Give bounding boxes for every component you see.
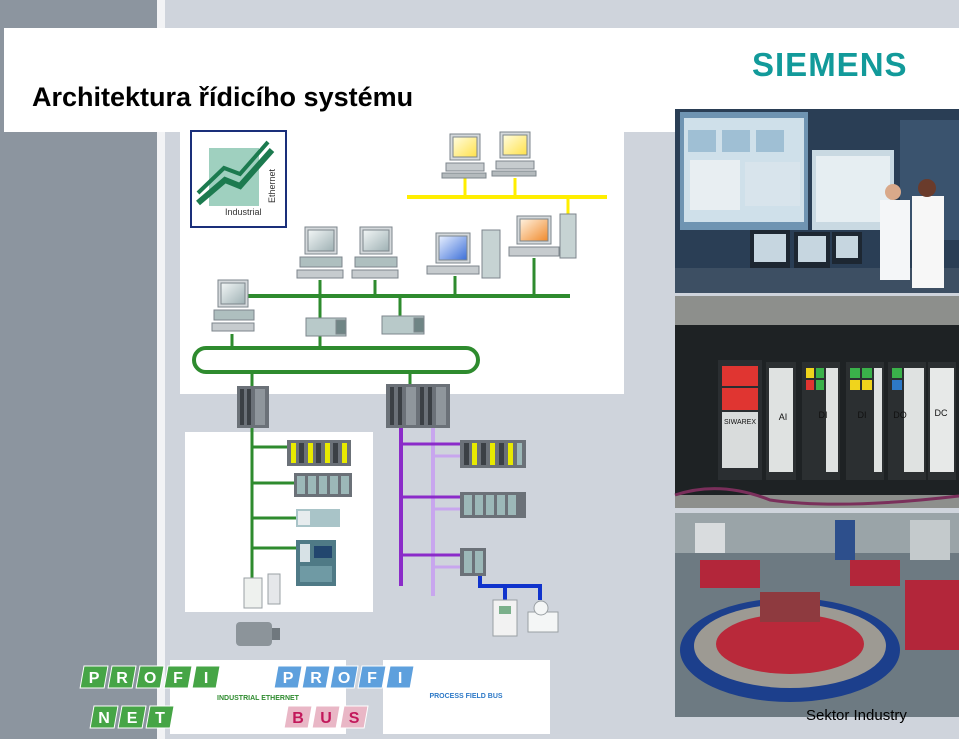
profinet-letter: I <box>204 670 208 687</box>
profibus-tile <box>357 665 387 689</box>
profinet-tile <box>89 705 119 729</box>
io-modules-left <box>236 440 352 646</box>
rack-module-label: DC <box>935 408 948 418</box>
profinet-tile <box>163 665 193 689</box>
profinet-tile <box>191 665 221 689</box>
profibus-letter: P <box>283 670 294 687</box>
profibus-letter: F <box>367 670 377 687</box>
profibus-letter: O <box>338 670 350 687</box>
profinet-tile <box>79 665 109 689</box>
profinet-letter: N <box>98 710 110 727</box>
office-network <box>407 178 607 214</box>
profibus-tile <box>301 665 331 689</box>
profinet-letter: F <box>173 670 183 687</box>
profibus-letter: S <box>349 710 360 727</box>
profibus-tile <box>339 705 369 729</box>
profibus-tile <box>283 705 313 729</box>
profinet-subtitle: INDUSTRIAL ETHERNET <box>217 695 300 702</box>
profinet-tile <box>135 665 165 689</box>
control-room-photo <box>675 109 959 293</box>
plc-controllers <box>237 384 450 428</box>
profibus-letter: I <box>398 670 402 687</box>
siemens-logo: SIEMENS <box>752 46 908 83</box>
rack-module-label: SIWAREX <box>724 419 756 426</box>
plc-rack-photo: SIWAREX AI DI DI DO DC <box>674 296 959 508</box>
rack-module-label: DI <box>858 410 867 420</box>
logo-area <box>684 28 959 110</box>
rack-module-label: DI <box>819 410 828 420</box>
badge-line2: Ethernet <box>267 168 277 203</box>
profinet-letter: O <box>144 670 156 687</box>
profinet-tile <box>145 705 175 729</box>
rack-module-label: DO <box>893 410 907 420</box>
profibus-letter: R <box>310 670 322 687</box>
plant-network <box>192 258 570 388</box>
left-strip <box>157 0 165 739</box>
profibus-tile <box>311 705 341 729</box>
footer-text: Sektor Industry <box>806 707 907 724</box>
profibus-letter: B <box>292 710 304 727</box>
page-title: Architektura řídicího systému <box>32 82 414 112</box>
profibus-lines <box>399 428 542 602</box>
profinet-letter: P <box>89 670 100 687</box>
badge-line1: Industrial <box>225 207 262 217</box>
io-modules-right <box>460 440 559 637</box>
profinet-letter: T <box>155 710 165 727</box>
conveyor-photo <box>675 513 959 717</box>
profinet-letter: R <box>116 670 128 687</box>
profibus-tile <box>273 665 303 689</box>
profinet-letter: E <box>127 710 138 727</box>
profinet-tile <box>117 705 147 729</box>
profinet-tile <box>107 665 137 689</box>
profibus-subtitle: PROCESS FIELD BUS <box>429 693 502 700</box>
profibus-tile <box>385 665 415 689</box>
profibus-letter: U <box>320 710 332 727</box>
rack-module-label: AI <box>779 412 788 422</box>
profibus-tile <box>329 665 359 689</box>
workstations <box>211 131 577 337</box>
title-box <box>4 28 684 132</box>
industrial-ethernet-badge: Industrial Ethernet <box>190 130 287 228</box>
